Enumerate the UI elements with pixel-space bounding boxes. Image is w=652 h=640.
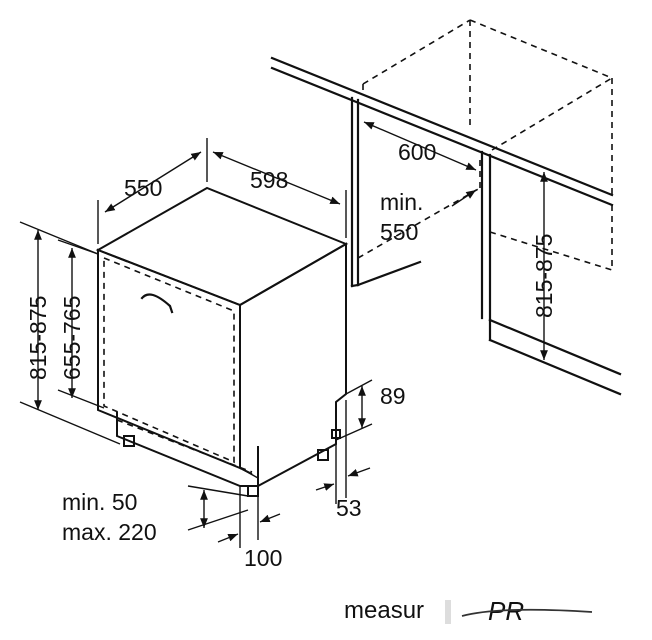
- label-foot-min: min. 50: [62, 489, 137, 515]
- label-height-niche-right: 815-875: [531, 234, 557, 318]
- label-foot-max: max. 220: [62, 519, 157, 545]
- label-niche-depth-min: min.: [380, 189, 423, 215]
- dishwasher-body: [95, 186, 349, 497]
- label-niche-depth-550: 550: [380, 219, 418, 245]
- label-depth-550: 550: [124, 175, 162, 201]
- label-width-598: 598: [250, 167, 288, 193]
- label-height-door: 655-765: [59, 296, 85, 380]
- label-plinth-89: 89: [380, 383, 406, 409]
- kitchen-cabinet-niche: [270, 19, 622, 396]
- label-foot-100: 100: [244, 545, 282, 571]
- watermark: measur PR: [344, 596, 593, 626]
- label-niche-width-600: 600: [398, 139, 436, 165]
- watermark-text: measur: [344, 597, 424, 624]
- label-height-total-left: 815-875: [25, 296, 51, 380]
- label-plinth-53: 53: [336, 495, 362, 521]
- dimension-lines: [19, 121, 548, 548]
